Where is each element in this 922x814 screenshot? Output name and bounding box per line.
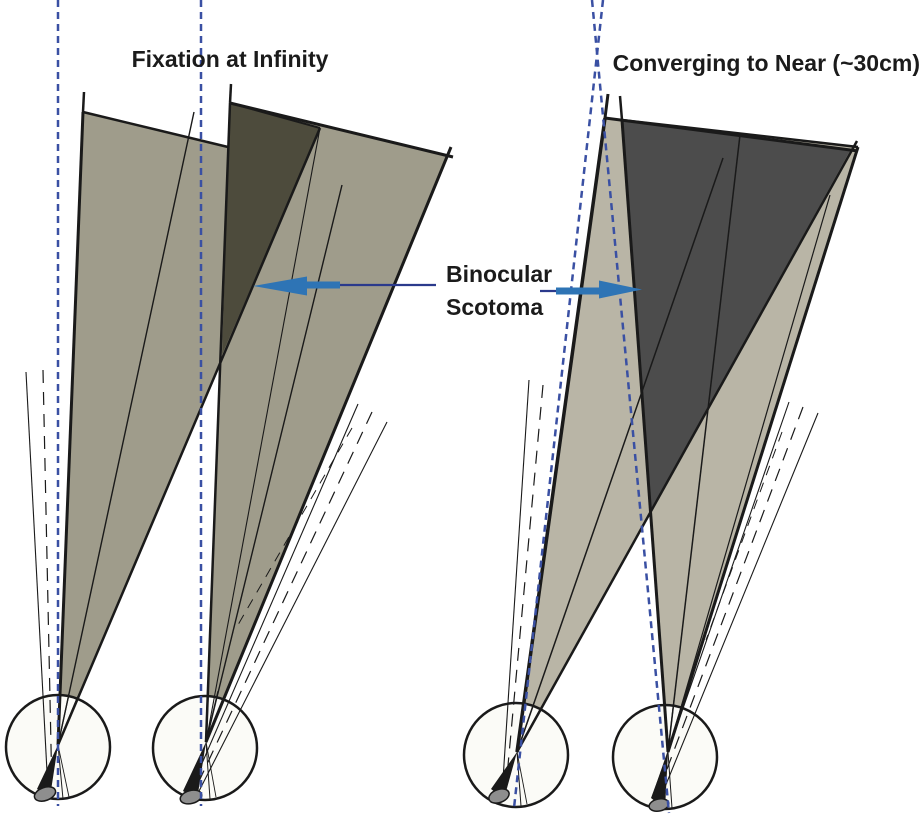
right-monocular-crescent-lines	[501, 379, 819, 805]
optic-disc	[33, 786, 57, 802]
binocular-scotoma-region	[622, 120, 851, 512]
right-eye-optics	[179, 689, 227, 805]
scotoma-arrow-right-icon	[540, 280, 642, 299]
left-interior-sight-lines	[57, 111, 343, 746]
left-monocular-crescent-lines	[25, 369, 388, 798]
binocular-scotoma-label-line2: Scotoma	[446, 294, 544, 320]
right-panel-title: Converging to Near (~30cm)	[612, 50, 920, 76]
right-eye-visual-field-cone	[206, 103, 447, 742]
blind-spot-projection-wedge	[491, 752, 517, 799]
right-eye-pair-diagram	[462, 0, 860, 814]
left-panel-title: Fixation at Infinity	[131, 46, 329, 72]
binocular-scotoma-region	[222, 103, 320, 355]
left-eye-optics	[33, 692, 79, 802]
gaze-line-right-eye	[590, 0, 671, 814]
right-interior-sight-lines	[516, 134, 831, 753]
binocular-scotoma-label-line1: Binocular	[446, 261, 553, 287]
blind-spot-projection-wedge	[37, 745, 58, 797]
optic-disc	[488, 788, 510, 804]
scotoma-arrow-left-icon	[253, 276, 436, 296]
gaze-line-left-eye	[512, 0, 605, 809]
left-cone-edges	[56, 83, 454, 746]
left-eye-pair-diagram	[4, 0, 454, 806]
binocular-scotoma-label: Binocular Scotoma	[446, 258, 552, 324]
